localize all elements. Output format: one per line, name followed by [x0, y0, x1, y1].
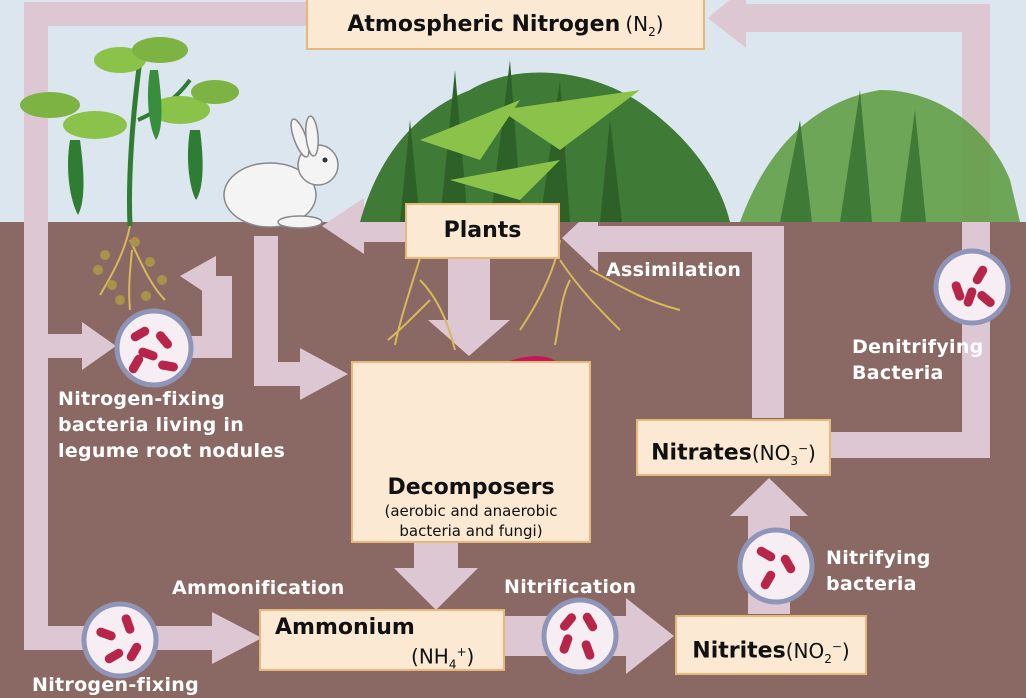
soil-nfixing-bacteria-icon [81, 601, 159, 679]
plant-roots [99, 225, 681, 351]
nitrites-label: Nitrites [692, 638, 786, 664]
atmospheric-nitrogen-formula: (N2) [625, 12, 664, 39]
nitrification-bacteria-icon [541, 597, 619, 675]
ammonification-label: Ammonification [172, 577, 345, 599]
nfixing-label-line1: Nitrogen-fixing [58, 388, 225, 410]
decomposers-desc-line1: (aerobic and anaerobic [384, 502, 558, 520]
ammonium-label: Ammonium [275, 615, 415, 640]
ammonium-box: Ammonium (NH4+) [259, 609, 505, 672]
atmospheric-nitrogen-label: Atmospheric Nitrogen [347, 12, 621, 37]
decomposers-desc-line2: bacteria and fungi) [399, 522, 543, 540]
plants-label: Plants [443, 218, 522, 243]
plants-box: Plants [405, 203, 560, 259]
soil-nfixing-label: Nitrogen-fixing [32, 674, 199, 696]
grass-illustration [360, 60, 1020, 222]
nodule-bacteria-icon [114, 308, 194, 388]
decomposers-box: Decomposers (aerobic and anaerobic bacte… [351, 361, 591, 543]
root-nodules [93, 237, 167, 305]
denitrifying-label-line1: Denitrifying [852, 336, 984, 358]
nitrites-formula: (NO2−) [785, 638, 850, 666]
assimilation-label: Assimilation [606, 259, 742, 281]
decomposers-label: Decomposers [387, 475, 555, 500]
nitrates-formula: (NO3−) [751, 440, 816, 468]
nfixing-label-line2: bacteria living in [58, 414, 245, 436]
nitrates-label: Nitrates [651, 440, 752, 466]
nitrification-label: Nitrification [504, 576, 637, 598]
rabbit-illustration [223, 115, 339, 229]
denitrifying-label-line2: Bacteria [852, 362, 944, 384]
nitrifying-label-line1: Nitrifying [826, 547, 931, 569]
nitrates-box: Nitrates(NO3−) [636, 419, 831, 476]
nitrites-box: Nitrites(NO2−) [675, 615, 867, 675]
ammonium-formula: (NH4+) [411, 644, 475, 672]
atmospheric-nitrogen-box: Atmospheric Nitrogen (N2) [306, 0, 705, 50]
nitrifying-label-line2: bacteria [826, 573, 917, 595]
nitrifying-bacteria-icon [737, 527, 815, 605]
denitrifying-bacteria-icon [933, 248, 1011, 326]
legume-plant-illustration [20, 37, 239, 227]
nfixing-label-line3: legume root nodules [58, 440, 286, 462]
